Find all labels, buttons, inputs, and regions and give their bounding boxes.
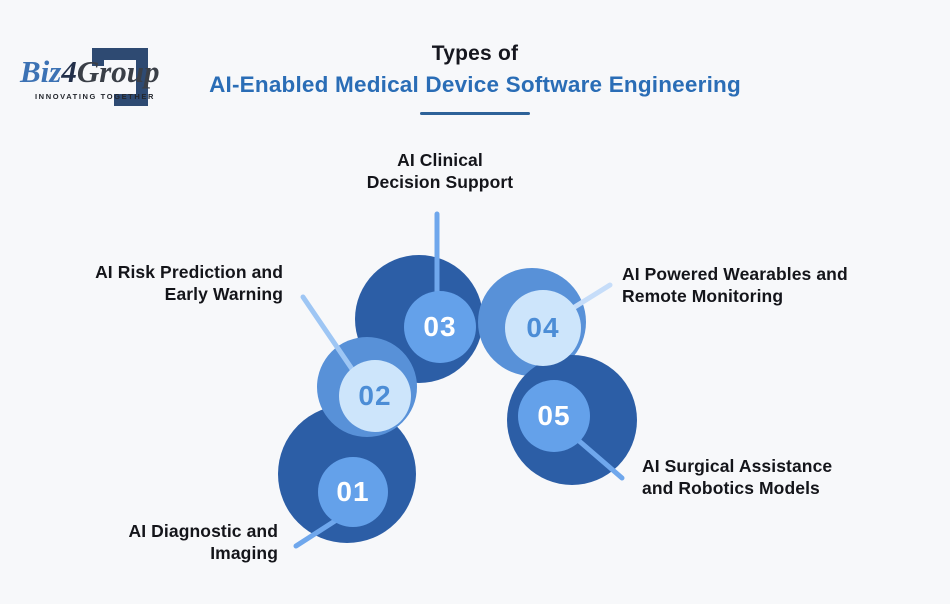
circle-01-number: 01 [318, 457, 388, 527]
label-ai-risk-prediction: AI Risk Prediction and Early Warning [95, 262, 283, 305]
circle-03-number: 03 [404, 291, 476, 363]
logo-bracket-icon [92, 48, 148, 106]
logo-word-biz: Biz [20, 54, 62, 89]
circle-02-number: 02 [339, 360, 411, 432]
logo-tagline: INNOVATING TOGETHER [35, 92, 155, 101]
label-ai-powered-wearables: AI Powered Wearables and Remote Monitori… [622, 264, 848, 307]
label-ai-diagnostic-imaging: AI Diagnostic and Imaging [128, 521, 278, 564]
circle-04-number: 04 [505, 290, 581, 366]
title-block: Types of AI-Enabled Medical Device Softw… [0, 42, 950, 115]
logo-word-group: Group [76, 54, 160, 89]
title-eyebrow: Types of [431, 42, 519, 65]
label-ai-surgical-assistance: AI Surgical Assistance and Robotics Mode… [642, 456, 833, 499]
label-ai-clinical-decision: AI Clinical Decision Support [366, 150, 514, 193]
biz4group-logo: Biz4Group INNOVATING TOGETHER [18, 28, 178, 118]
logo-wordmark: Biz4Group [20, 54, 160, 90]
logo-word-four: 4 [61, 54, 77, 89]
circle-05-number: 05 [518, 380, 590, 452]
page-title: AI-Enabled Medical Device Software Engin… [209, 72, 741, 97]
title-underline [420, 112, 530, 115]
